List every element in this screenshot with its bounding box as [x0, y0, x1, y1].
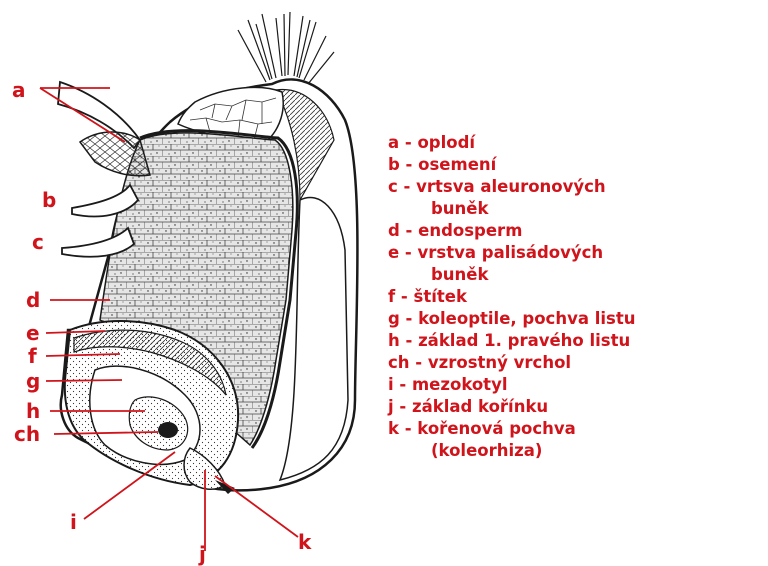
legend-item-c: c - vrtsva aleuronových — [388, 176, 764, 198]
legend: a - oplodí b - osemení c - vrtsva aleuro… — [388, 132, 764, 462]
label-k: k — [298, 532, 311, 552]
legend-item-g: g - koleoptile, pochva listu — [388, 308, 764, 330]
legend-item-c-cont: buněk — [388, 198, 764, 220]
legend-item-d: d - endosperm — [388, 220, 764, 242]
label-h: h — [26, 401, 40, 421]
label-c: c — [32, 232, 44, 252]
legend-item-j: j - základ kořínku — [388, 396, 764, 418]
label-d: d — [26, 290, 40, 310]
label-j: j — [199, 544, 206, 564]
legend-item-ch: ch - vzrostný vrchol — [388, 352, 764, 374]
legend-item-k: k - kořenová pochva — [388, 418, 764, 440]
legend-item-i: i - mezokotyl — [388, 374, 764, 396]
legend-item-b: b - osemení — [388, 154, 764, 176]
label-e: e — [26, 323, 40, 343]
growing-point — [158, 422, 178, 438]
label-g: g — [26, 371, 40, 391]
legend-item-e: e - vrstva palisádových — [388, 242, 764, 264]
label-i: i — [70, 512, 77, 532]
legend-item-f: f - štítek — [388, 286, 764, 308]
legend-item-h: h - základ 1. pravého listu — [388, 330, 764, 352]
label-a: a — [12, 80, 26, 100]
legend-item-k-cont: (koleorhiza) — [388, 440, 764, 462]
label-ch: ch — [14, 424, 40, 444]
legend-item-e-cont: buněk — [388, 264, 764, 286]
legend-item-a: a - oplodí — [388, 132, 764, 154]
label-b: b — [42, 190, 56, 210]
label-f: f — [28, 346, 37, 366]
grain-brush-hairs — [238, 12, 334, 84]
